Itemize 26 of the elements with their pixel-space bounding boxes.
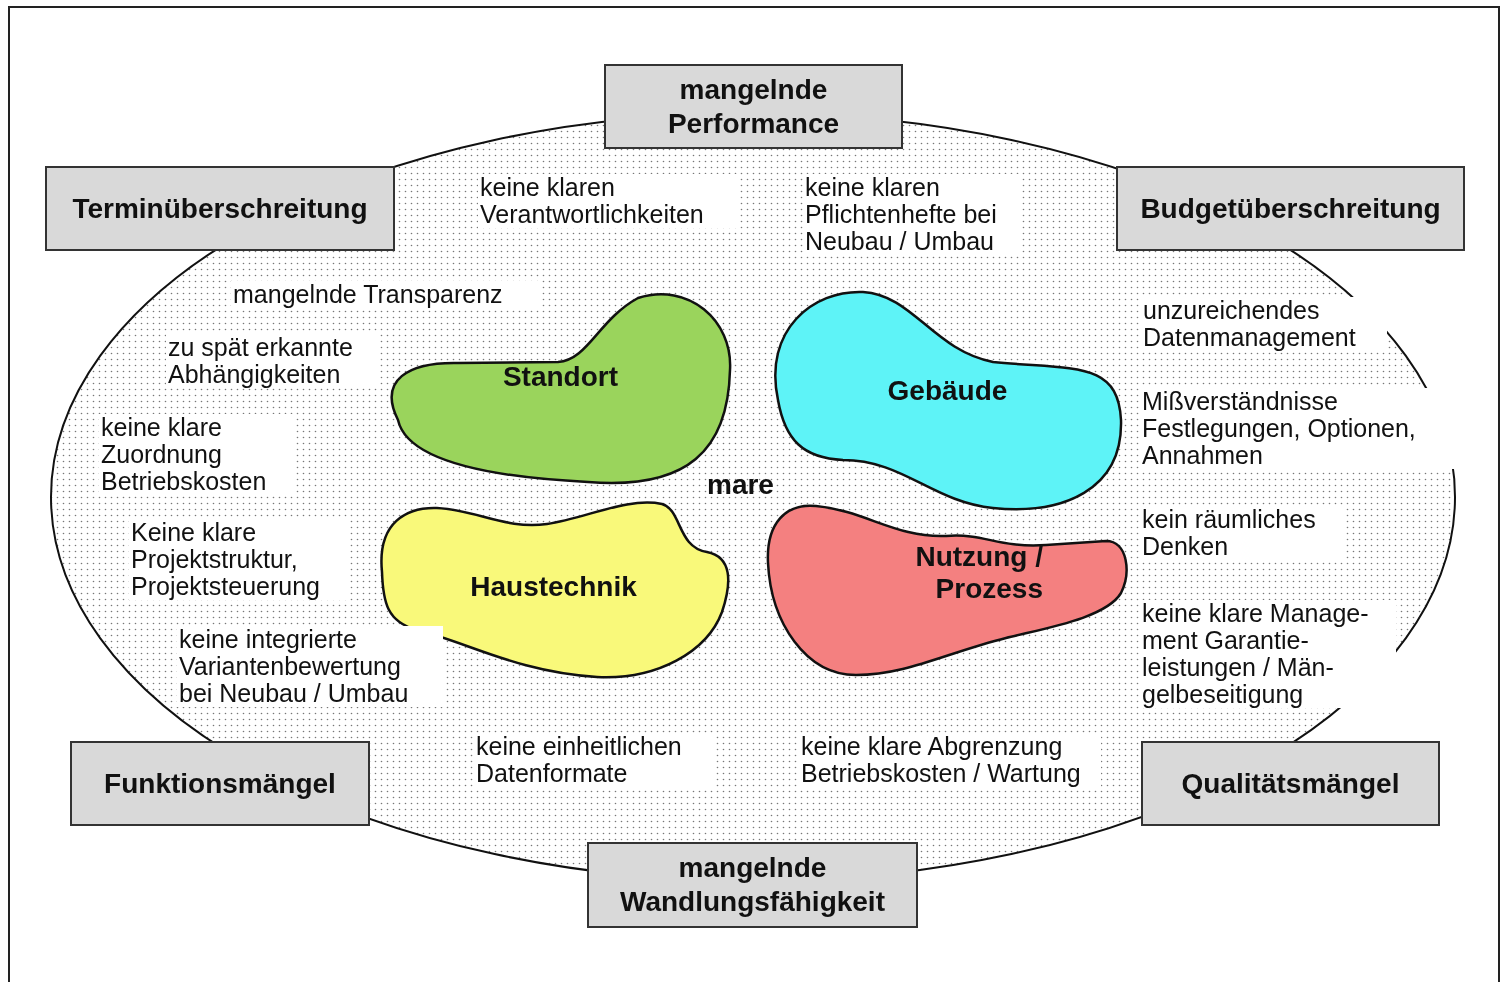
problem-text: keine klare Abgrenzung Betriebskosten / Wartung [799, 733, 1101, 787]
category-box: Budgetüberschreitung [1116, 166, 1465, 251]
category-box: Qualitätsmängel [1141, 741, 1440, 826]
problem-text: mangelnde Transparenz [231, 281, 540, 308]
problem-text: keine klaren Verantwortlichkeiten [478, 174, 737, 228]
problem-text: keine klare Zuordnung Betriebskosten [99, 414, 293, 495]
center-label: mare [707, 469, 774, 501]
blob-label: Nutzung / Prozess [914, 541, 1043, 606]
blob-shape [773, 290, 1122, 513]
problem-text: keine einheitlichen Datenformate [474, 733, 713, 787]
blob-label: Gebäude [887, 375, 1008, 408]
problem-text: Keine klare Projektstruktur, Projektsteuerung [129, 519, 348, 600]
problem-text: kein räumliches Denken [1140, 506, 1344, 560]
category-box: mangelnde Performance [604, 64, 903, 149]
blob-label: Haustechnik [470, 570, 637, 603]
category-box: Terminüberschreitung [45, 166, 395, 251]
problem-text: zu spät erkannte Abhängigkeiten [166, 334, 380, 388]
problem-text: Mißverständnisse Festlegungen, Optionen, Annahmen [1140, 388, 1454, 469]
problem-text: keine klaren Pflichtenhefte bei Neubau / Umbau [803, 174, 1022, 255]
problem-text: keine klare Manage- ment Garantie- leistungen / Män- gelbeseitigung [1140, 600, 1396, 708]
blob-label: Standort [502, 361, 619, 394]
problem-text: unzureichendes Datenmanagement [1141, 297, 1387, 351]
problem-text: keine integrierte Variantenbewertung bei Neubau / Umbau [177, 626, 443, 707]
blob-shape [766, 503, 1130, 677]
category-box: mangelnde Wandlungsfähigkeit [587, 842, 918, 928]
category-box: Funktionsmängel [70, 741, 370, 826]
